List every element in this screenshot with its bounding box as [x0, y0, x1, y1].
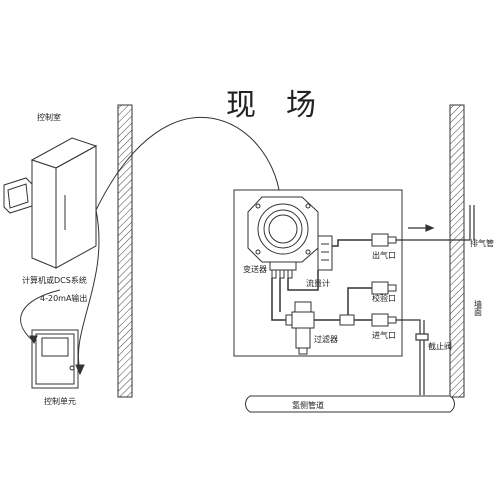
filter-label: 过滤器 [314, 334, 338, 344]
right-wall [449, 104, 465, 398]
calibration-port-label: 校验口 [372, 293, 396, 303]
transmitter-label: 变送器 [243, 264, 267, 274]
control-unit-label: 控制单元 [44, 396, 76, 406]
shutoff-valve-label: 截止阀 [428, 341, 452, 351]
flowmeter [317, 235, 333, 271]
output-signal-label: 4-20mA输出 [40, 293, 87, 303]
hydrogen-pipe [245, 395, 455, 413]
hydrogen-pipe-label: 氢侧管道 [292, 400, 324, 410]
wall-label: 墙面 [474, 299, 483, 317]
diagram-title: 现 场 [226, 88, 316, 123]
outlet-label: 出气口 [372, 250, 396, 260]
inlet-line [396, 319, 429, 395]
control-room-label: 控制室 [37, 112, 61, 122]
exhaust-label: 排气管 [470, 238, 494, 248]
dcs-system-label: 计算机或DCS系统 [22, 275, 87, 285]
inlet-label: 进气口 [372, 330, 396, 340]
exhaust-line [396, 205, 475, 241]
filter [291, 301, 315, 355]
signal-cable [20, 117, 281, 376]
control-room-cabinet [3, 137, 98, 269]
control-unit [31, 329, 79, 389]
pipe-fittings [285, 233, 397, 327]
left-wall [117, 104, 133, 398]
